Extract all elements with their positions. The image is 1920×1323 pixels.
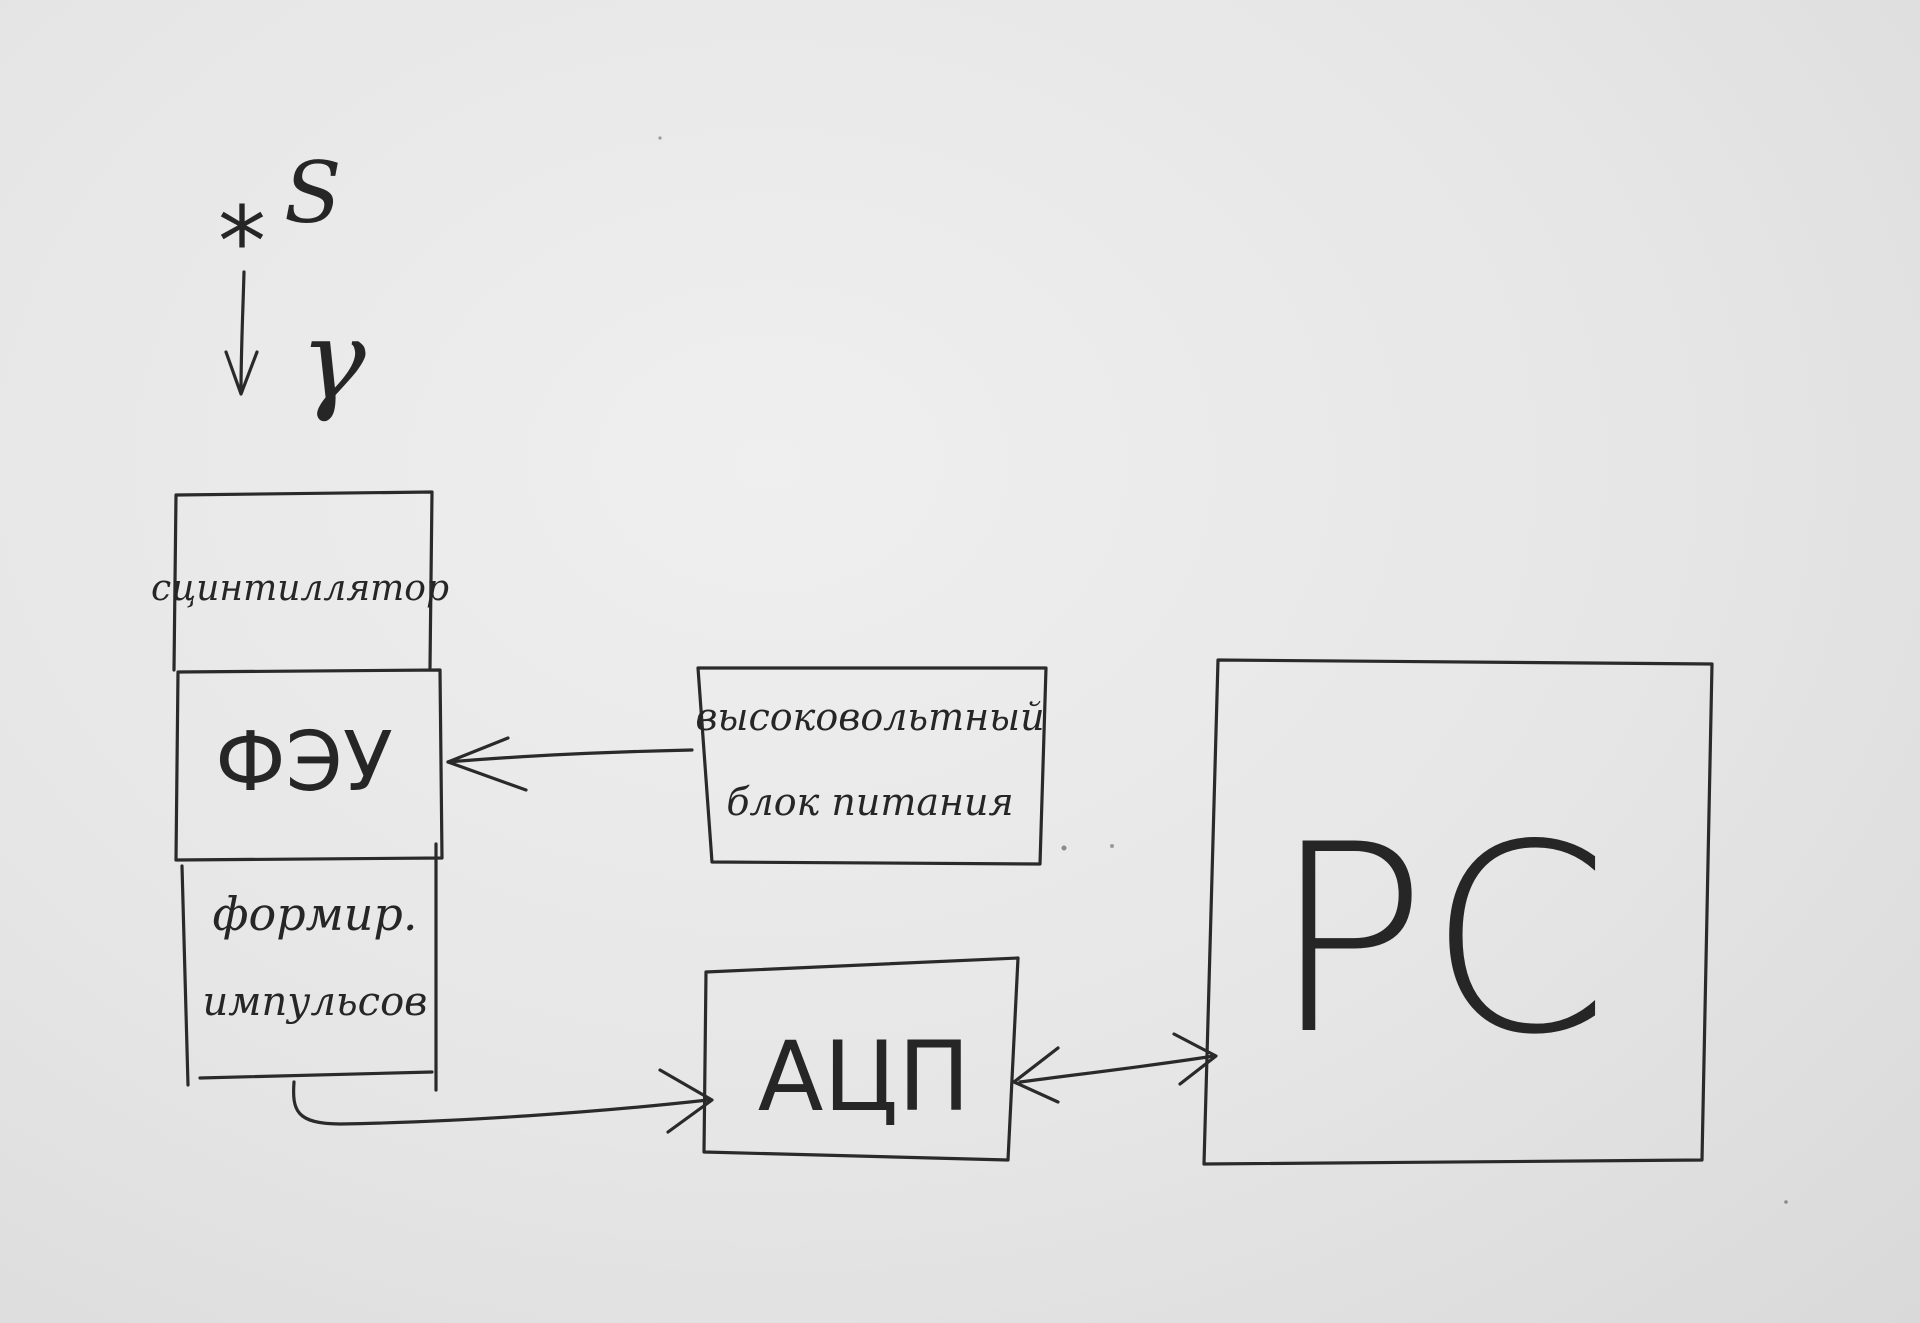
hv-supply-block: высоковольтный блок питания — [695, 666, 1048, 866]
shaper-to-adc-arrow — [292, 1068, 714, 1134]
pc-block: PC — [1202, 658, 1714, 1166]
pmt-label: ФЭУ — [215, 715, 393, 810]
s-letter: S — [284, 144, 342, 242]
scintillator-label: сцинтиллятор — [151, 568, 449, 609]
gamma-symbol: γ — [300, 296, 366, 424]
adc-label: АЦП — [758, 1021, 970, 1133]
adc-pc-bidirectional-arrow — [1012, 1032, 1218, 1104]
pmt-block: ФЭУ — [174, 668, 444, 862]
adc-block: АЦП — [702, 956, 1020, 1162]
pc-label: PC — [1271, 790, 1609, 1092]
pulse-shaper-block: формир. импульсов — [180, 842, 438, 1092]
hv-supply-label-line1: высоковольтный — [695, 695, 1044, 739]
hv-supply-label-line2: блок питания — [726, 780, 1013, 824]
scintillator-block: сцинтиллятор — [151, 490, 449, 672]
pulse-shaper-label-line1: формир. — [213, 887, 418, 941]
hv-to-pmt-arrow — [446, 736, 694, 792]
radiation-arrow — [224, 270, 259, 396]
pulse-shaper-label-line2: импульсов — [203, 979, 428, 1025]
star-symbol: * — [218, 186, 266, 298]
stray-marks — [658, 136, 1788, 1204]
